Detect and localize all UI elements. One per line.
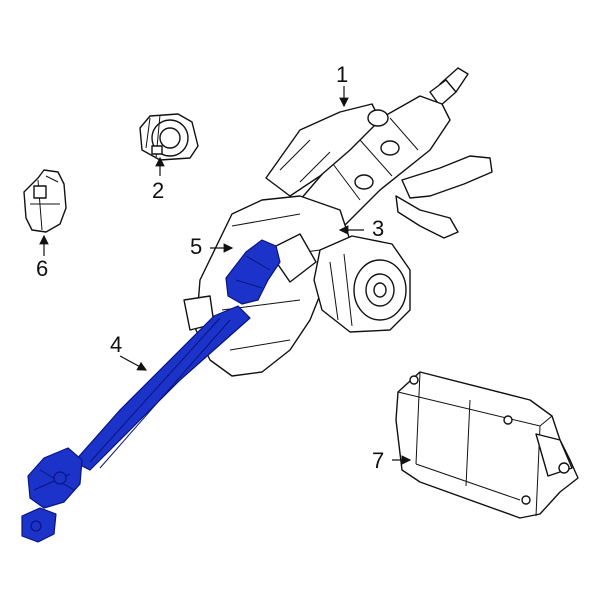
callout-7[interactable]: 7 — [372, 448, 384, 473]
callout-4[interactable]: 4 — [110, 332, 122, 357]
callout-1[interactable]: 1 — [336, 62, 348, 87]
callout-3[interactable]: 3 — [372, 216, 384, 241]
callouts: 1 2 3 4 5 6 7 — [36, 62, 384, 473]
part-7-control-module[interactable] — [395, 371, 579, 519]
part-2-lock-housing[interactable] — [139, 113, 199, 161]
part-4-intermediate-shaft[interactable] — [21, 239, 281, 543]
leader-lines — [39, 86, 412, 465]
callout-6[interactable]: 6 — [36, 256, 48, 281]
leader-4 — [119, 355, 148, 371]
part-6-switch-module[interactable] — [23, 169, 67, 233]
callout-5[interactable]: 5 — [190, 234, 202, 259]
callout-2[interactable]: 2 — [152, 178, 164, 203]
